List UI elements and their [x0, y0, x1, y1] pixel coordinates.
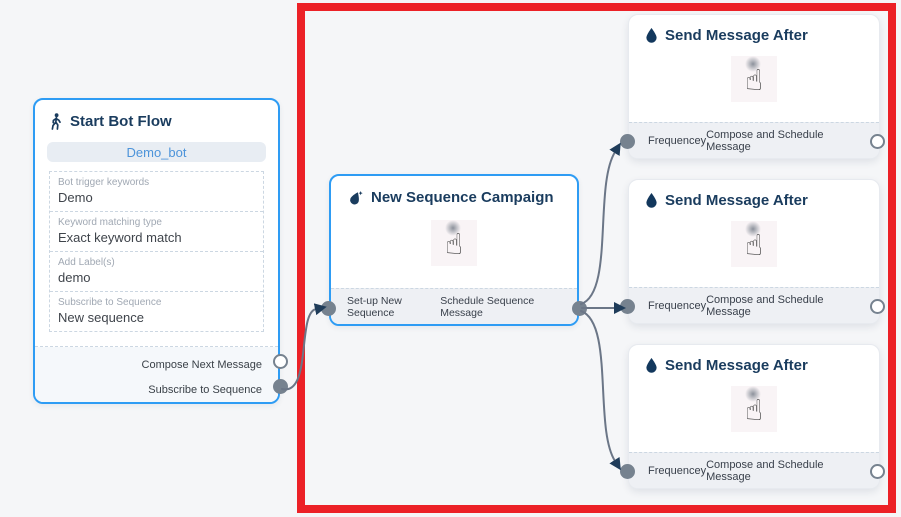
- node-config-click-area[interactable]: ☝: [731, 56, 777, 102]
- start-bot-flow-outputs: Compose Next Message Subscribe to Sequen…: [35, 347, 278, 402]
- output-label: Compose Next Message: [141, 358, 262, 371]
- cursor-blur-dot: [745, 386, 761, 402]
- port-schedule-sequence-message[interactable]: [572, 301, 587, 316]
- port-set-up-new-sequence[interactable]: [321, 301, 336, 316]
- field-label: Add Label(s): [58, 257, 115, 268]
- divider: [35, 346, 278, 347]
- send-title: Send Message After: [665, 192, 808, 209]
- bot-name-button[interactable]: Demo_bot: [47, 142, 266, 162]
- campaign-title: New Sequence Campaign: [371, 189, 554, 206]
- port-frequency[interactable]: [620, 134, 635, 149]
- campaign-input-label: Set-up New Sequence: [347, 294, 402, 319]
- cursor-blur-dot: [745, 221, 761, 237]
- field-value: Demo: [58, 190, 93, 205]
- output-label: Subscribe to Sequence: [148, 383, 262, 396]
- node-new-sequence-campaign[interactable]: New Sequence Campaign ☝ Set-up New Seque…: [321, 174, 587, 326]
- water-drop-icon: [646, 193, 657, 208]
- send-title: Send Message After: [665, 357, 808, 374]
- send-footer: Frequencey Compose and Schedule Message: [629, 452, 879, 488]
- send-output-label: Compose and Schedule Message: [706, 458, 824, 483]
- node-send-message-after-2[interactable]: Send Message After ☝ Frequencey Compose …: [620, 179, 885, 324]
- node-send-message-after-3[interactable]: Send Message After ☝ Frequencey Compose …: [620, 344, 885, 489]
- field-value: demo: [58, 270, 91, 285]
- node-start-bot-flow[interactable]: Start Bot Flow Demo_bot Bot trigger keyw…: [33, 98, 288, 404]
- send-input-label: Frequencey: [648, 134, 707, 147]
- port-frequency[interactable]: [620, 299, 635, 314]
- start-bot-flow-fields: Bot trigger keywords Demo Keyword matchi…: [49, 171, 264, 332]
- campaign-output-label: Schedule Sequence Message: [440, 294, 535, 319]
- send-input-label: Frequencey: [648, 299, 707, 312]
- start-bot-flow-title: Start Bot Flow: [70, 113, 172, 130]
- node-config-click-area[interactable]: ☝: [731, 386, 777, 432]
- send-footer: Frequencey Compose and Schedule Message: [629, 122, 879, 158]
- send-footer: Frequencey Compose and Schedule Message: [629, 287, 879, 323]
- port-subscribe-to-sequence[interactable]: [273, 379, 288, 394]
- send-title: Send Message After: [665, 27, 808, 44]
- field-label: Keyword matching type: [58, 217, 162, 228]
- send-header: Send Message After: [629, 180, 879, 215]
- cursor-blur-dot: [445, 220, 461, 236]
- edge-schedule-to-frequency-3: [580, 310, 621, 471]
- port-compose-and-schedule-message[interactable]: [870, 299, 885, 314]
- field-keyword-matching-type[interactable]: Keyword matching type Exact keyword matc…: [50, 212, 263, 252]
- port-frequency[interactable]: [620, 464, 635, 479]
- cursor-blur-dot: [745, 56, 761, 72]
- send-header: Send Message After: [629, 15, 879, 50]
- tap-cursor-icon: ☝: [445, 228, 463, 261]
- field-subscribe-to-sequence[interactable]: Subscribe to Sequence New sequence: [50, 292, 263, 331]
- send-output-label: Compose and Schedule Message: [706, 293, 824, 318]
- field-add-labels[interactable]: Add Label(s) demo: [50, 252, 263, 292]
- field-bot-trigger-keywords[interactable]: Bot trigger keywords Demo: [50, 172, 263, 212]
- campaign-footer: Set-up New Sequence Schedule Sequence Me…: [331, 288, 577, 324]
- field-value: Exact keyword match: [58, 230, 182, 245]
- water-drop-icon: [646, 28, 657, 43]
- tap-cursor-icon: ☝: [745, 394, 763, 427]
- field-value: New sequence: [58, 310, 144, 325]
- send-header: Send Message After: [629, 345, 879, 380]
- port-compose-and-schedule-message[interactable]: [870, 134, 885, 149]
- field-label: Bot trigger keywords: [58, 177, 150, 188]
- port-compose-next-message[interactable]: [273, 354, 288, 369]
- water-drop-icon: [646, 358, 657, 373]
- node-send-message-after-1[interactable]: Send Message After ☝ Frequencey Compose …: [620, 14, 885, 159]
- campaign-header: New Sequence Campaign: [331, 176, 577, 212]
- output-compose-next-message: Compose Next Message: [35, 352, 278, 377]
- tap-cursor-icon: ☝: [745, 229, 763, 262]
- node-config-click-area[interactable]: ☝: [731, 221, 777, 267]
- edge-schedule-to-frequency-1: [580, 142, 621, 305]
- field-label: Subscribe to Sequence: [58, 297, 162, 308]
- port-compose-and-schedule-message[interactable]: [870, 464, 885, 479]
- ink-drop-icon: [350, 190, 363, 204]
- send-output-label: Compose and Schedule Message: [706, 128, 824, 153]
- node-config-click-area[interactable]: ☝: [431, 220, 477, 266]
- walking-person-icon: [51, 113, 61, 130]
- tap-cursor-icon: ☝: [745, 64, 763, 97]
- send-input-label: Frequencey: [648, 464, 707, 477]
- start-bot-flow-header: Start Bot Flow: [35, 100, 278, 136]
- edge-subscribe-to-setup-sequence: [281, 303, 327, 391]
- output-subscribe-to-sequence: Subscribe to Sequence: [35, 377, 278, 402]
